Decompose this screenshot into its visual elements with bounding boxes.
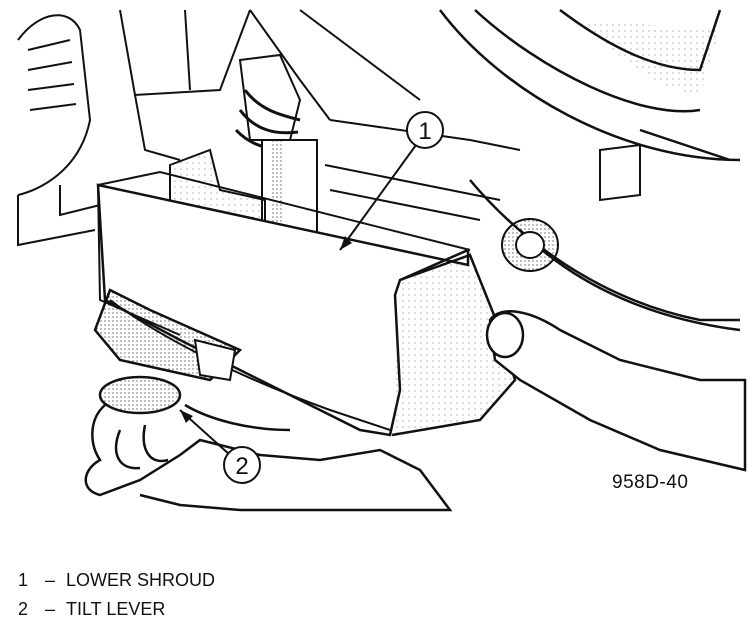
legend-item-2: 2–TILT LEVER (18, 595, 215, 624)
right-hand (485, 310, 747, 472)
legend-label: LOWER SHROUD (66, 570, 216, 590)
lower-shroud (96, 170, 517, 437)
callout-2: 2 (179, 409, 261, 484)
callout-1-number: 1 (418, 118, 431, 145)
callout-1: 1 (339, 111, 444, 251)
legend-number: 2 (18, 599, 29, 619)
callout-2-number: 2 (235, 453, 248, 480)
legend-separator: – (44, 599, 55, 619)
legend-item-1: 1–LOWER SHROUD (18, 566, 215, 595)
wheel-shading (580, 20, 720, 95)
left-hand (84, 403, 453, 512)
wheel-bracket (599, 143, 641, 202)
legend-number: 1 (18, 570, 29, 590)
legend-separator: – (44, 570, 55, 590)
ignition-ring (501, 218, 559, 272)
legend-label: TILT LEVER (66, 599, 166, 619)
tilt-lever (93, 288, 243, 415)
legend: 1–LOWER SHROUD 2–TILT LEVER (18, 566, 215, 624)
dashboard-panel (17, 9, 521, 247)
figure-id: 958D-40 (612, 472, 689, 493)
